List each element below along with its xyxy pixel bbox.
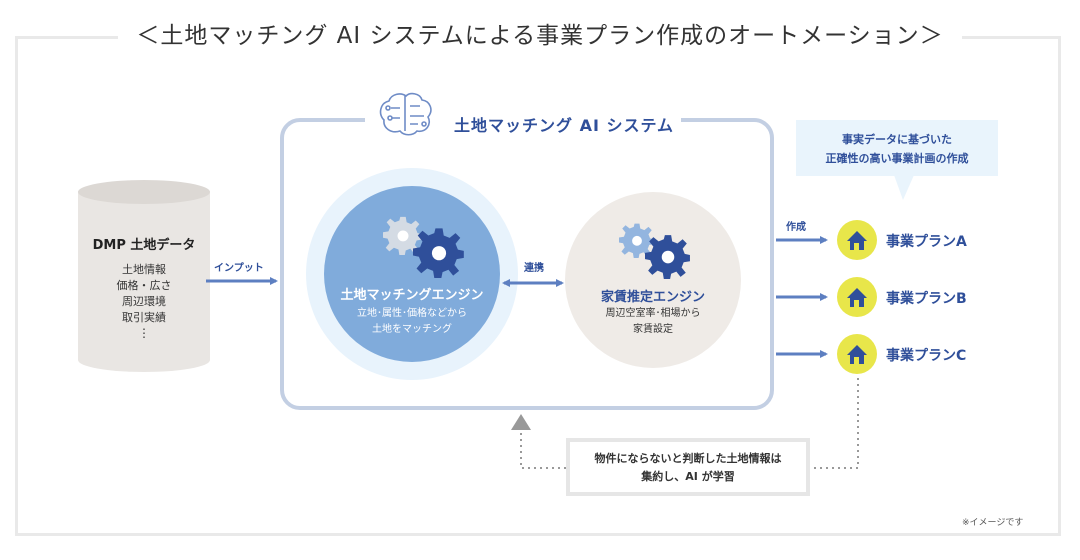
plan-label-b: 事業プランB [886, 291, 967, 307]
ai-system-frame [280, 110, 774, 410]
rent-engine-desc: 周辺空室率･相場から 家賃設定 [566, 306, 740, 338]
database-title: DMP 土地データ [92, 238, 196, 253]
callout-line: 事実データに基づいた [842, 133, 952, 146]
image-note: ※イメージです [962, 518, 1024, 528]
create-label: 作成 [786, 222, 806, 233]
input-label: インプット [214, 263, 264, 274]
home-icon [837, 220, 877, 260]
callout-box: 事実データに基づいた 正確性の高い事業計画の作成 [796, 120, 998, 176]
feedback-box: 物件にならないと判断した土地情報は 集約し、AI が学習 [566, 438, 810, 496]
home-icon [837, 277, 877, 317]
brain-circuit-icon [379, 92, 432, 136]
rent-engine-desc-line: 周辺空室率･相場から [605, 308, 701, 319]
rent-engine-circle [565, 192, 741, 368]
matching-engine-circle [306, 168, 518, 380]
plan-label-a: 事業プランA [886, 234, 967, 250]
database-cylinder-icon [78, 180, 210, 372]
database-ellipsis: ⋮ [138, 326, 150, 340]
callout-line: 正確性の高い事業計画の作成 [825, 152, 969, 165]
database-item: 周辺環境 [122, 295, 166, 308]
matching-engine-desc-line: 土地をマッチング [372, 324, 452, 335]
home-icon [837, 334, 877, 374]
feedback-line: 集約し、AI が学習 [641, 470, 735, 483]
database-item: 価格・広さ [116, 279, 172, 292]
feedback-line: 物件にならないと判断した土地情報は [594, 452, 782, 465]
database-items: 土地情報 価格・広さ 周辺環境 取引実績 [78, 262, 210, 326]
database-item: 土地情報 [122, 263, 166, 276]
plan-label-c: 事業プランC [886, 348, 967, 364]
rent-engine-title: 家賃推定エンジン [600, 290, 705, 305]
callout-tail [894, 175, 914, 200]
page-title: ＜土地マッチング AI システムによる事業プラン作成のオートメーション＞ [0, 16, 1080, 50]
matching-engine-title: 土地マッチングエンジン [340, 288, 484, 303]
feedback-dotted-line [520, 378, 859, 469]
matching-engine-desc-line: 立地･属性･価格などから [357, 308, 467, 319]
feedback-arrowhead [511, 414, 531, 430]
database-item: 取引実績 [122, 311, 166, 324]
rent-engine-desc-line: 家賃設定 [633, 324, 673, 335]
matching-engine-desc: 立地･属性･価格などから 土地をマッチング [325, 306, 499, 338]
link-label: 連携 [524, 263, 544, 274]
ai-system-title: 土地マッチング AI システム [454, 116, 674, 135]
